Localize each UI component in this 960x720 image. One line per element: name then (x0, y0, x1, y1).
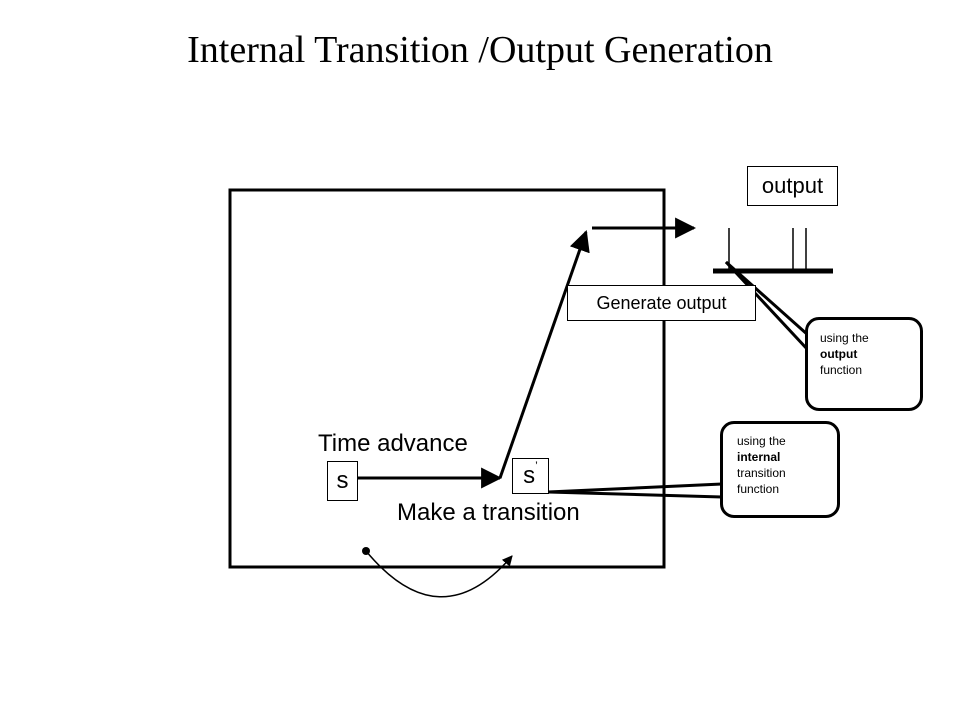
generate-output-rise (498, 230, 590, 479)
output-function-callout: using the output function (805, 317, 923, 411)
output-callout-bold: output (820, 347, 858, 361)
internal-callout-pointer-1 (547, 490, 723, 499)
internal-callout-pointer-2 (547, 482, 723, 494)
state-s-label: s (336, 467, 349, 494)
state-s-prime-label: s (523, 462, 536, 489)
generate-output-box: Generate output (567, 285, 756, 321)
transition-curve-arrow (365, 550, 513, 598)
output-box: output (747, 166, 838, 206)
state-s-prime-box: s’ (512, 458, 549, 494)
internal-callout-line3: transition (737, 466, 786, 480)
model-box (228, 188, 666, 569)
output-callout-line1: using the (820, 331, 869, 345)
internal-callout-line4: function (737, 482, 780, 496)
internal-transition-callout: using the internal transition function (720, 421, 840, 518)
state-s-box: s (327, 461, 358, 501)
output-callout-pointer-2 (724, 260, 810, 352)
output-callout-pointer-1 (725, 260, 809, 337)
internal-callout-bold: internal (737, 450, 781, 464)
prime-mark: ’ (535, 459, 538, 473)
page-title: Internal Transition /Output Generation (187, 29, 773, 71)
time-advance-label: Time advance (318, 430, 468, 457)
internal-callout-line1: using the (737, 434, 786, 448)
make-transition-label: Make a transition (397, 499, 580, 526)
output-callout-line3: function (820, 363, 863, 377)
